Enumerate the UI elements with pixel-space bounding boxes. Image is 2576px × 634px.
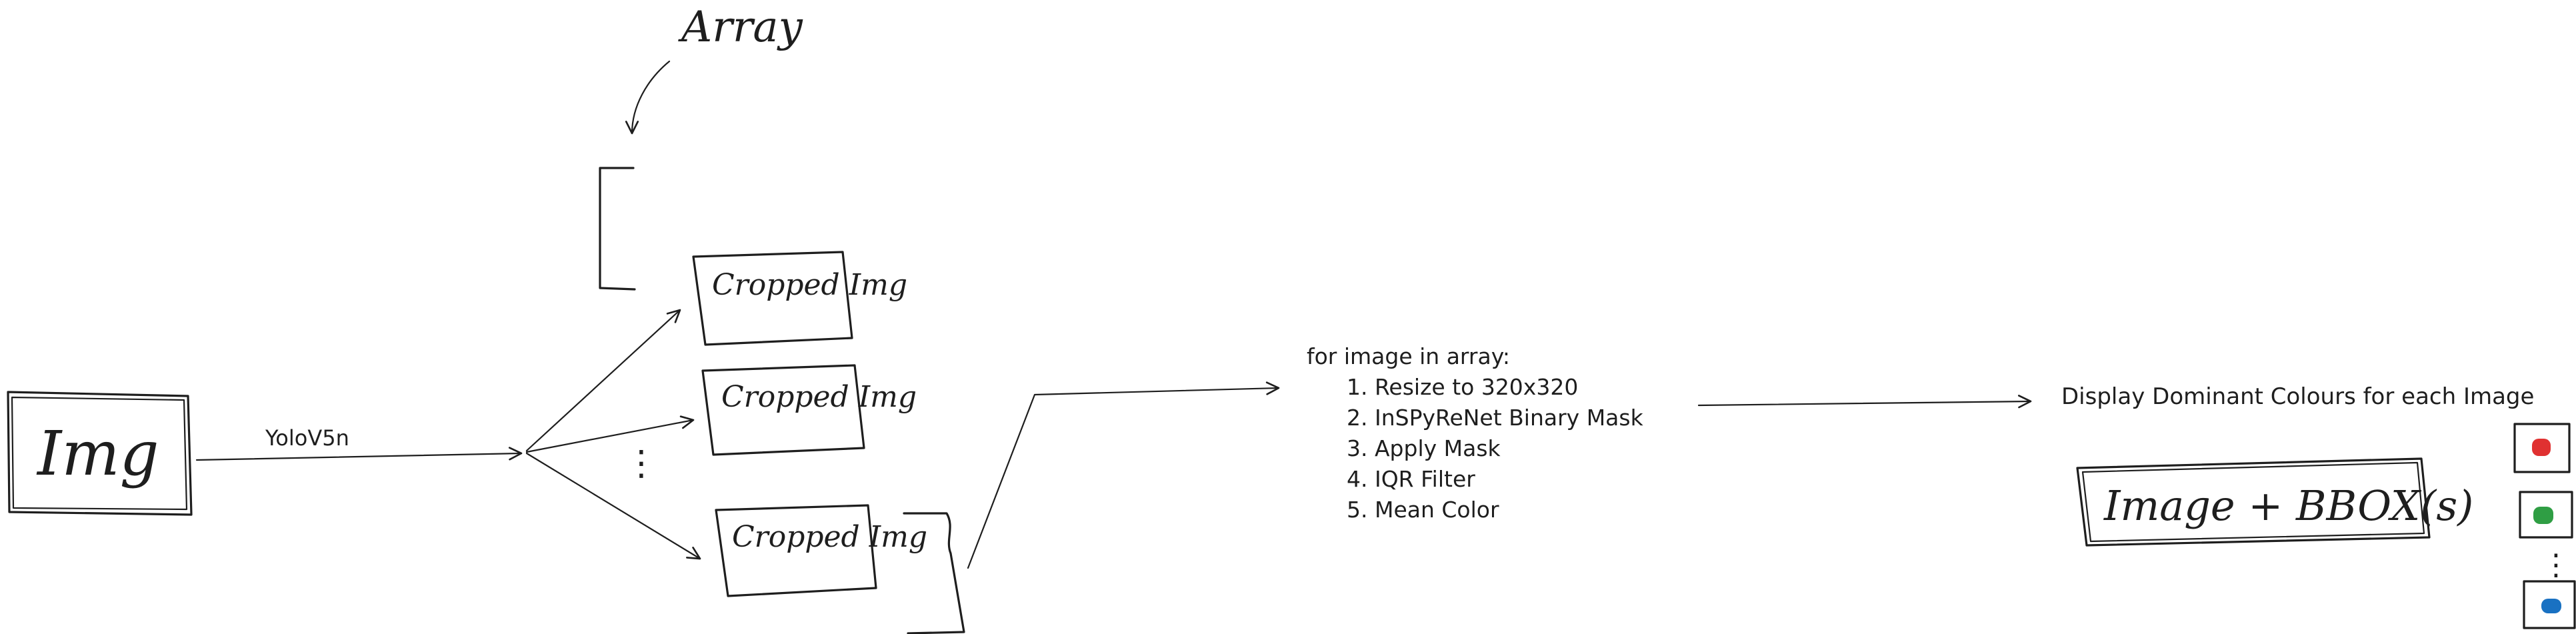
loop-step-2: 2. InSPyReNet Binary Mask (1347, 405, 1644, 431)
array-open-bracket (599, 167, 636, 291)
swatch-color-blue (2541, 599, 2561, 613)
swatch-color-green (2533, 507, 2553, 524)
swatch-3 (2523, 580, 2576, 629)
input-image-node: Img (7, 391, 193, 516)
crop-card-3: Cropped Img (715, 504, 927, 597)
swatch-color-red (2532, 439, 2551, 456)
output-image-box: Image + BBOX(s) (2076, 457, 2473, 547)
crop-card-1: Cropped Img (692, 251, 907, 346)
input-image-label: Img (36, 418, 159, 489)
model-label: YoloV5n (265, 425, 349, 451)
loop-step-1: 1. Resize to 320x320 (1347, 374, 1578, 400)
yolo-arrow: YoloV5n (195, 425, 523, 461)
to-loop-arrow (967, 381, 1280, 569)
crop-label-1: Cropped Img (712, 268, 907, 302)
swatch-2 (2519, 491, 2573, 539)
loop-header: for image in array: (1307, 343, 1510, 369)
crop-card-2: Cropped Img (701, 364, 917, 456)
fan-out-arrows (525, 309, 701, 560)
array-label: Array (678, 3, 803, 52)
array-close-bracket (903, 512, 965, 634)
loop-step-5: 5. Mean Color (1347, 497, 1499, 523)
swatch-1 (2513, 423, 2571, 473)
crops-ellipsis: ⋮ (624, 443, 659, 483)
to-output-arrow (1697, 395, 2032, 409)
crop-label-2: Cropped Img (721, 380, 917, 414)
processing-loop: for image in array: 1. Resize to 320x320… (1307, 343, 1644, 523)
loop-step-3: 3. Apply Mask (1347, 435, 1501, 461)
display-label: Display Dominant Colours for each Image (2061, 383, 2534, 410)
crop-label-3: Cropped Img (732, 520, 927, 554)
array-annotation: Array (625, 3, 803, 135)
loop-step-4: 4. IQR Filter (1347, 466, 1475, 492)
swatch-ellipsis: ⋮ (2541, 548, 2571, 582)
output-box-label: Image + BBOX(s) (2103, 481, 2473, 530)
